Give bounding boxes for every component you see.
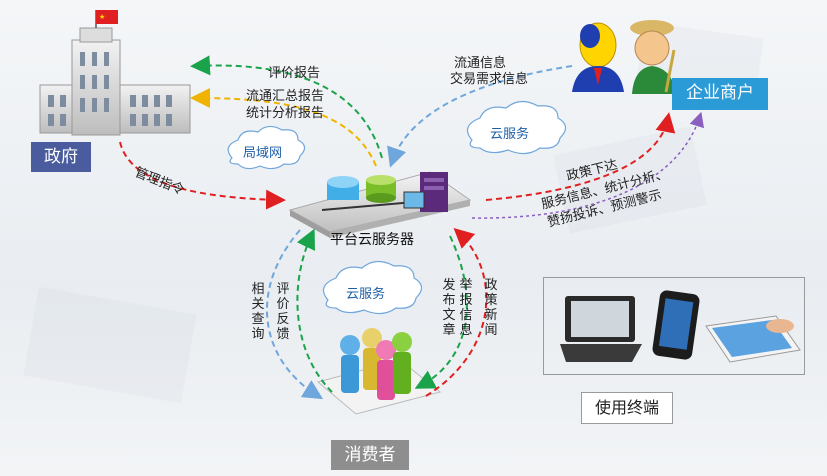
government-node: 政府 (31, 142, 91, 172)
arrow-policy-down (485, 112, 676, 201)
label-report-info: 举报信息 (459, 278, 473, 338)
smartphone-icon (652, 290, 700, 360)
label-trade-info: 交易需求信息 (450, 72, 529, 87)
arrow-eval-feedback (296, 228, 333, 393)
terminal-frame (543, 277, 805, 375)
label-circulation-summary: 流通汇总报告 (246, 89, 325, 104)
cloud-service-top (466, 100, 567, 155)
label-circ-info: 流通信息 (454, 56, 507, 71)
svg-text:★: ★ (99, 13, 105, 21)
consumer-group-icon (316, 328, 442, 415)
terminal-node: 使用终端 (581, 392, 673, 424)
label-eval-report: 评价报告 (268, 66, 321, 81)
consumer-node: 消费者 (331, 440, 409, 470)
arrow-summary-report (190, 88, 377, 167)
government-building-icon (39, 10, 191, 136)
arrow-eval-report (190, 55, 383, 159)
arrow-report-info (425, 227, 488, 397)
cloud-service-bottom-label: 云服务 (346, 287, 386, 302)
arrow-service-info (471, 111, 705, 219)
laptop-icon (560, 296, 642, 362)
cloud-service-top-label: 云服务 (490, 127, 530, 142)
label-publish: 发布文章 (442, 278, 456, 338)
enterprise-node: 企业商户 (672, 78, 768, 110)
arrow-publish (414, 235, 468, 389)
arrow-management (119, 141, 286, 210)
arrow-related-query (266, 229, 324, 400)
arrow-circulation-info (387, 65, 573, 168)
farmer-person-icon (630, 20, 676, 94)
label-policy-news: 政策新闻 (484, 278, 498, 338)
label-eval-feedback: 评价反馈 (276, 282, 290, 342)
china-flag-icon: ★ (96, 10, 118, 24)
lan-cloud-label: 局域网 (243, 146, 283, 161)
label-stat-report: 统计分析报告 (246, 106, 325, 121)
server-label: 平台云服务器 (330, 232, 414, 248)
label-related-query: 相关查询 (251, 282, 265, 342)
cloud-service-bottom (322, 260, 423, 315)
lan-cloud (227, 125, 306, 170)
terminal-label: 使用终端 (594, 398, 659, 417)
business-person-icon (572, 22, 624, 92)
tablet-icon (705, 315, 801, 363)
server-platform-icon (288, 171, 472, 238)
